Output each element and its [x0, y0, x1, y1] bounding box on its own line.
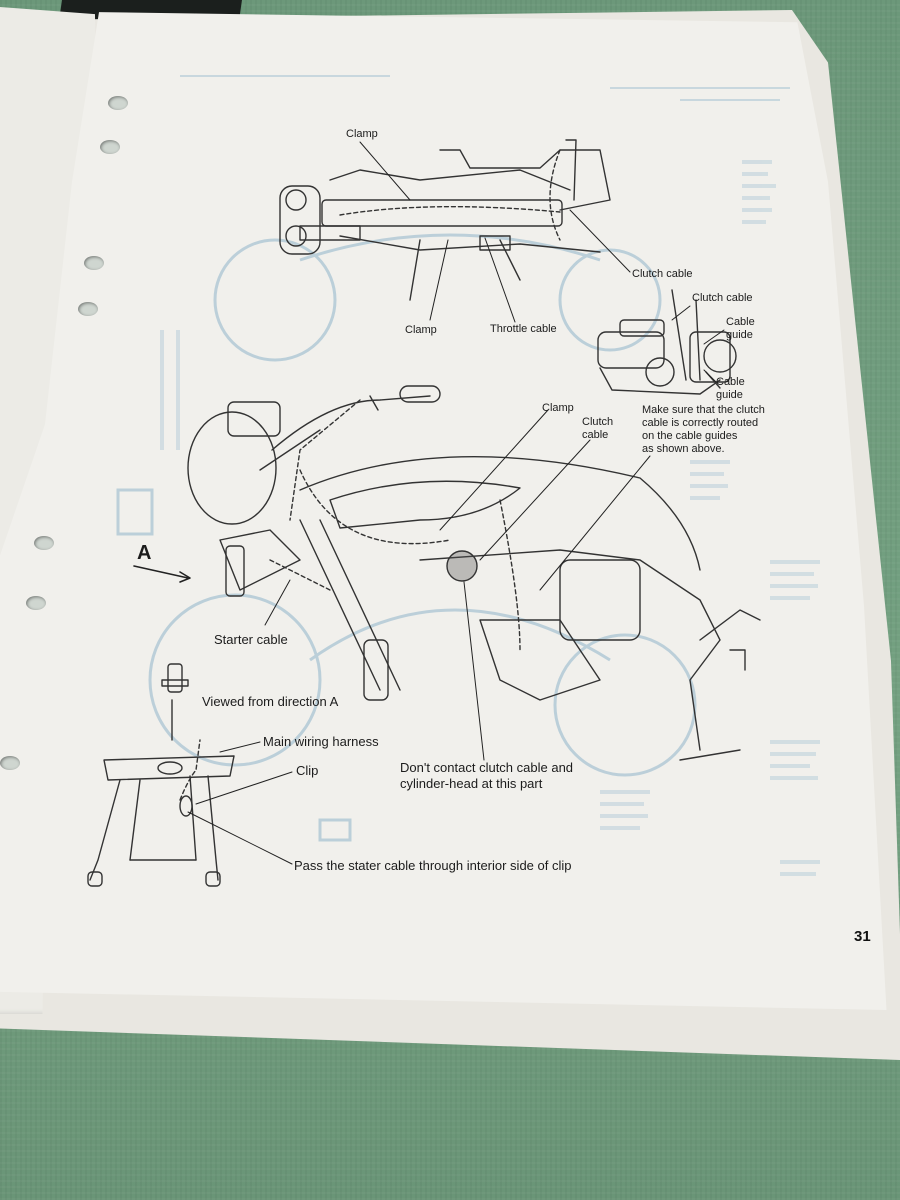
punch-hole [84, 256, 104, 270]
punch-hole [26, 596, 46, 610]
leader-lines [187, 141, 725, 865]
label-main-wiring-harness: Main wiring harness [263, 734, 379, 749]
label-inset-cable-guide-2: Cable guide [716, 376, 745, 401]
page-number: 31 [854, 928, 871, 945]
punch-hole [100, 140, 120, 154]
label-clamp-top: Clamp [346, 128, 378, 140]
label-inset-clutch-cable: Clutch cable [692, 292, 753, 304]
label-inset-cable-guide-1: Cable guide [726, 316, 755, 341]
motorcycle-wiring-diagram [87, 139, 761, 887]
direction-a-letter: A [137, 542, 152, 564]
side-view-drawing [187, 385, 761, 761]
label-clamp-middle: Clamp [542, 402, 574, 414]
label-clutch-cable-middle: Clutch cable [582, 416, 614, 441]
carburetor-inset-drawing [597, 289, 737, 395]
manual-page: Clamp Clutch cable Clamp Throttle cable … [0, 12, 887, 1010]
punch-hole [0, 756, 20, 770]
direction-arrow-shaft [133, 565, 189, 579]
direction-a-drawing [87, 663, 235, 887]
label-throttle-cable: Throttle cable [490, 323, 557, 335]
routing-note: Make sure that the clutch cable is corre… [642, 404, 765, 455]
label-clip: Clip [296, 763, 319, 778]
label-clamp-bottom: Clamp [405, 324, 437, 336]
label-pass-starter-cable: Pass the stater cable through interior s… [294, 858, 572, 873]
label-viewed-from-a: Viewed from direction A [202, 694, 339, 709]
label-starter-cable: Starter cable [214, 632, 288, 647]
bleed-through-diagram [116, 75, 820, 876]
punch-hole [34, 536, 54, 550]
top-view-drawing [279, 139, 611, 301]
punch-hole [108, 96, 128, 110]
punch-hole [78, 302, 98, 316]
direction-arrow-head [179, 571, 191, 583]
label-clutch-cable-top: Clutch cable [632, 268, 693, 280]
warning-dont-contact: Don't contact clutch cable and cylinder-… [400, 760, 574, 791]
